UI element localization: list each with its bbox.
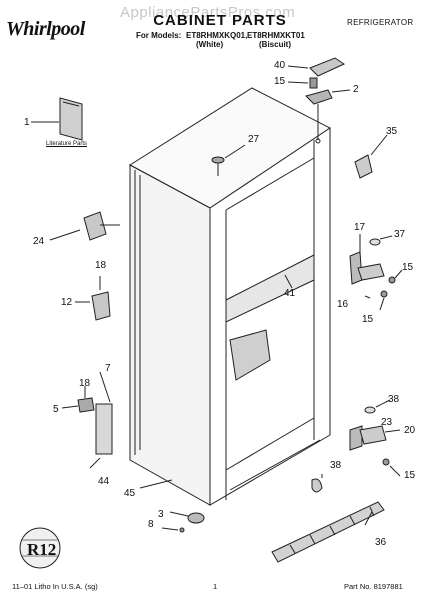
callout-39: 38 (330, 460, 342, 471)
part-3-roller (161, 511, 205, 533)
svg-text:R12: R12 (27, 540, 56, 559)
model-color-white: (White) (196, 40, 224, 49)
brand-logo: Whirlpool (6, 18, 85, 40)
callout-7: 7 (105, 363, 111, 374)
callout-17: 17 (354, 222, 366, 233)
literature-part (31, 97, 83, 141)
callout-18: 18 (95, 260, 107, 271)
part-27-plug (211, 144, 246, 176)
category-label: REFRIGERATOR (347, 18, 414, 27)
callout-15: 15 (404, 470, 416, 481)
callout-36: 36 (375, 537, 387, 548)
part-35-bracket (354, 134, 388, 179)
callout-3: 3 (158, 509, 164, 520)
page-title: CABINET PARTS (153, 12, 287, 29)
callout-20: 20 (404, 425, 416, 436)
part-24-bracket (49, 211, 120, 241)
callout-23: 23 (381, 417, 393, 428)
callout-2: 2 (353, 84, 359, 95)
callout-24: 24 (33, 236, 45, 247)
callout-45: 45 (124, 488, 136, 499)
models-label: For Models: (136, 31, 182, 40)
part-41-leader (284, 274, 293, 289)
watermark: AppliancePartsPros.com (120, 4, 296, 21)
callout-1: 1 (24, 117, 30, 128)
callout-12: 12 (61, 297, 73, 308)
model-number-white: ET8RHMXKQ01, (186, 31, 248, 40)
footer-part-number: Part No. 8197881 (344, 582, 403, 591)
footer-print-info: 11–01 Litho In U.S.A. (sg) (12, 582, 98, 591)
callout-27: 27 (248, 134, 260, 145)
part-36-grille (271, 501, 385, 563)
literature-parts-label: Literature Parts (46, 141, 88, 147)
callout-18: 18 (79, 378, 91, 389)
lower-left-hinge (61, 371, 113, 469)
model-number-biscuit: ET8RHMXKT01 (247, 31, 305, 40)
top-hinge-assembly (287, 57, 351, 144)
part-12-hinge (75, 276, 111, 321)
right-middle-hinge (349, 234, 403, 311)
callout-35: 35 (386, 126, 398, 137)
callout-8: 8 (148, 519, 154, 530)
callout-44: 44 (98, 476, 110, 487)
part-45-leader (139, 479, 173, 489)
model-color-biscuit: (Biscuit) (259, 40, 291, 49)
part-39-clip (311, 474, 323, 493)
r12-logo: R12 (19, 527, 61, 569)
callout-38: 38 (388, 394, 400, 405)
callout-37: 37 (394, 229, 406, 240)
callout-40: 40 (274, 60, 286, 71)
callout-16: 16 (337, 299, 349, 310)
callout-41: 41 (284, 288, 296, 299)
callout-15: 15 (402, 262, 414, 273)
callout-5: 5 (53, 404, 59, 415)
cabinet-body (129, 87, 331, 506)
lower-right-hinge (349, 399, 401, 477)
footer-page-number: 1 (213, 582, 218, 591)
callout-15: 15 (274, 76, 286, 87)
callout-15: 15 (362, 314, 374, 325)
